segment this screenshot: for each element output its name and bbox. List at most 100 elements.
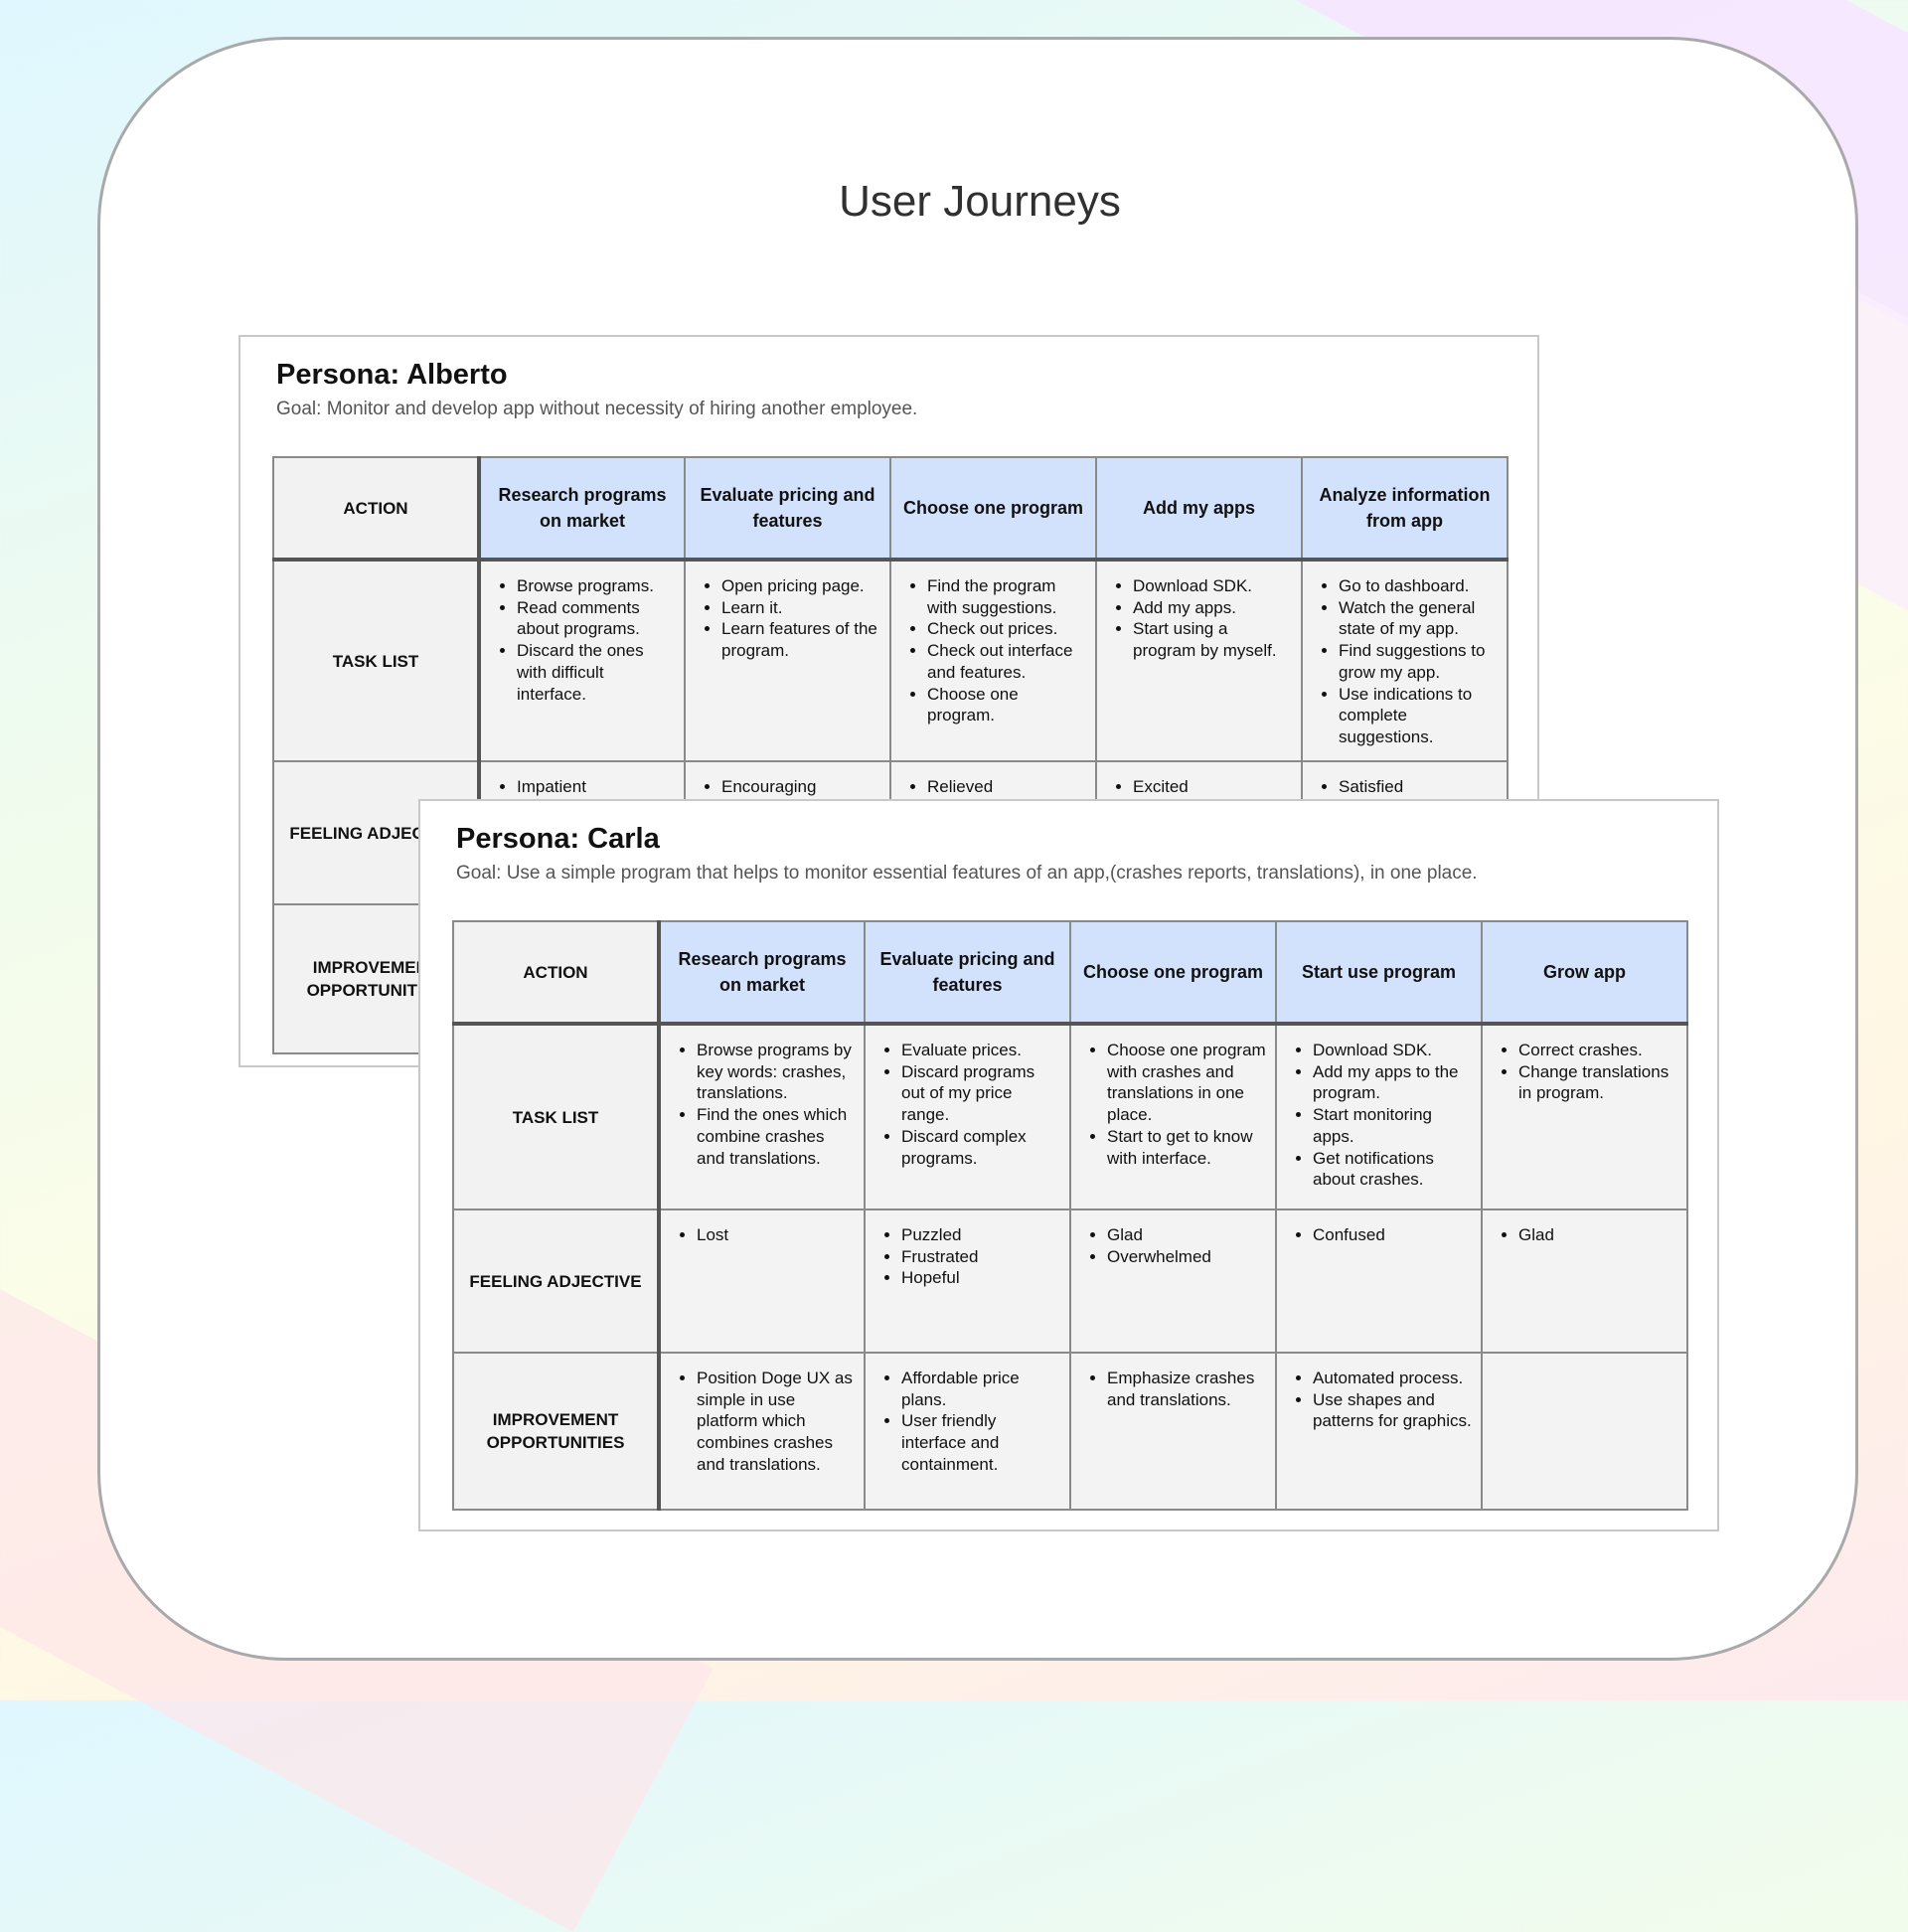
task-cell: Download SDK.Add my apps to the program.… (1275, 1023, 1483, 1210)
bullet-list: GladOverwhelmed (1087, 1224, 1267, 1267)
task-cell: Correct crashes.Change translations in p… (1481, 1023, 1688, 1210)
list-item: Excited (1133, 776, 1293, 798)
list-item: Affordable price plans. (901, 1368, 1061, 1410)
list-item: Frustrated (901, 1246, 1061, 1268)
bullet-list: Automated process.Use shapes and pattern… (1293, 1368, 1473, 1432)
improvement-cell: Emphasize crashes and translations. (1069, 1352, 1277, 1511)
journey-table-carla: ACTION Research programs on market Evalu… (452, 920, 1688, 1511)
list-item: Start using a program by myself. (1133, 618, 1293, 661)
improvement-cell (1481, 1352, 1688, 1511)
bullet-list: Glad (1499, 1224, 1678, 1246)
bullet-list: Browse programs by key words: crashes, t… (677, 1040, 856, 1169)
persona-card-carla: Persona: Carla Goal: Use a simple progra… (418, 799, 1719, 1531)
improvement-cell: Automated process.Use shapes and pattern… (1275, 1352, 1483, 1511)
list-item: Check out interface and features. (927, 640, 1087, 683)
feeling-cell: Glad (1481, 1208, 1688, 1354)
list-item: Get notifications about crashes. (1313, 1148, 1473, 1191)
row-label-feeling: FEELING ADJECTIVE (452, 1208, 661, 1354)
feeling-row: FEELING ADJECTIVE Lost PuzzledFrustrated… (452, 1208, 1688, 1354)
bullet-list: Download SDK.Add my apps.Start using a p… (1113, 575, 1293, 662)
list-item: Discard the ones with difficult interfac… (517, 640, 676, 705)
feeling-cell: GladOverwhelmed (1069, 1208, 1277, 1354)
improvement-cell: Affordable price plans.User friendly int… (864, 1352, 1071, 1511)
bullet-list: Encouraging (702, 776, 881, 798)
list-item: Read comments about programs. (517, 597, 676, 640)
list-item: Glad (1518, 1224, 1678, 1246)
bullet-list: PuzzledFrustratedHopeful (881, 1224, 1061, 1289)
row-label-task-list: TASK LIST (272, 559, 481, 762)
bullet-list: Correct crashes.Change translations in p… (1499, 1040, 1678, 1104)
list-item: Find suggestions to grow my app. (1339, 640, 1499, 683)
task-cell: Download SDK.Add my apps.Start using a p… (1095, 559, 1303, 762)
list-item: Glad (1107, 1224, 1267, 1246)
list-item: Discard complex programs. (901, 1126, 1061, 1169)
list-item: Encouraging (721, 776, 881, 798)
row-label-task-list: TASK LIST (452, 1023, 661, 1210)
list-item: Lost (697, 1224, 856, 1246)
action-header: Add my apps (1095, 456, 1303, 562)
list-item: Use shapes and patterns for graphics. (1313, 1389, 1473, 1432)
bullet-list: Confused (1293, 1224, 1473, 1246)
task-cell: Browse programs by key words: crashes, t… (658, 1023, 866, 1210)
bullet-list: Position Doge UX as simple in use platfo… (677, 1368, 856, 1476)
action-header: Evaluate pricing and features (684, 456, 891, 562)
task-list-row: TASK LIST Browse programs.Read comments … (272, 559, 1509, 762)
bullet-list: Lost (677, 1224, 856, 1246)
action-row: ACTION Research programs on market Evalu… (272, 456, 1509, 562)
feeling-cell: PuzzledFrustratedHopeful (864, 1208, 1071, 1354)
list-item: Download SDK. (1133, 575, 1293, 597)
row-label-action: ACTION (452, 920, 661, 1026)
list-item: Choose one program with crashes and tran… (1107, 1040, 1267, 1126)
list-item: Hopeful (901, 1267, 1061, 1289)
task-cell: Go to dashboard.Watch the general state … (1301, 559, 1509, 762)
list-item: Emphasize crashes and translations. (1107, 1368, 1267, 1410)
list-item: Start to get to know with interface. (1107, 1126, 1267, 1169)
action-row: ACTION Research programs on market Evalu… (452, 920, 1688, 1026)
persona-goal: Goal: Monitor and develop app without ne… (276, 399, 918, 419)
list-item: Change translations in program. (1518, 1061, 1678, 1104)
task-cell: Evaluate prices.Discard programs out of … (864, 1023, 1071, 1210)
list-item: Evaluate prices. (901, 1040, 1061, 1061)
action-header: Analyze information from app (1301, 456, 1509, 562)
list-item: Check out prices. (927, 618, 1087, 640)
bullet-list: Open pricing page.Learn it.Learn feature… (702, 575, 881, 662)
bullet-list: Impatient (497, 776, 676, 798)
row-label-improvement: IMPROVEMENT OPPORTUNITIES (452, 1352, 661, 1511)
action-header: Choose one program (1069, 920, 1277, 1026)
list-item: Puzzled (901, 1224, 1061, 1246)
improvement-cell: Position Doge UX as simple in use platfo… (658, 1352, 866, 1511)
feeling-cell: Confused (1275, 1208, 1483, 1354)
bullet-list: Find the program with suggestions.Check … (907, 575, 1087, 726)
improvement-row: IMPROVEMENT OPPORTUNITIES Position Doge … (452, 1352, 1688, 1511)
list-item: Open pricing page. (721, 575, 881, 597)
bullet-list: Evaluate prices.Discard programs out of … (881, 1040, 1061, 1169)
list-item: Browse programs by key words: crashes, t… (697, 1040, 856, 1104)
list-item: Learn features of the program. (721, 618, 881, 661)
list-item: Discard programs out of my price range. (901, 1061, 1061, 1126)
list-item: Use indications to complete suggestions. (1339, 684, 1499, 748)
list-item: Add my apps to the program. (1313, 1061, 1473, 1104)
action-header: Choose one program (889, 456, 1097, 562)
task-cell: Find the program with suggestions.Check … (889, 559, 1097, 762)
action-header: Evaluate pricing and features (864, 920, 1071, 1026)
list-item: Start monitoring apps. (1313, 1104, 1473, 1147)
persona-goal: Goal: Use a simple program that helps to… (456, 863, 1478, 884)
task-cell: Open pricing page.Learn it.Learn feature… (684, 559, 891, 762)
list-item: Satisfied (1339, 776, 1499, 798)
bullet-list: Relieved (907, 776, 1087, 798)
action-header: Grow app (1481, 920, 1688, 1026)
page-title: User Journeys (839, 177, 1121, 226)
persona-name: Persona: Alberto (276, 359, 508, 391)
list-item: Correct crashes. (1518, 1040, 1678, 1061)
list-item: Overwhelmed (1107, 1246, 1267, 1268)
bullet-list: Choose one program with crashes and tran… (1087, 1040, 1267, 1169)
list-item: Go to dashboard. (1339, 575, 1499, 597)
list-item: User friendly interface and containment. (901, 1410, 1061, 1475)
action-header: Research programs on market (658, 920, 866, 1026)
task-cell: Browse programs.Read comments about prog… (478, 559, 686, 762)
list-item: Find the ones which combine crashes and … (697, 1104, 856, 1169)
list-item: Impatient (517, 776, 676, 798)
persona-name: Persona: Carla (456, 823, 660, 855)
bullet-list: Browse programs.Read comments about prog… (497, 575, 676, 705)
row-label-action: ACTION (272, 456, 481, 562)
